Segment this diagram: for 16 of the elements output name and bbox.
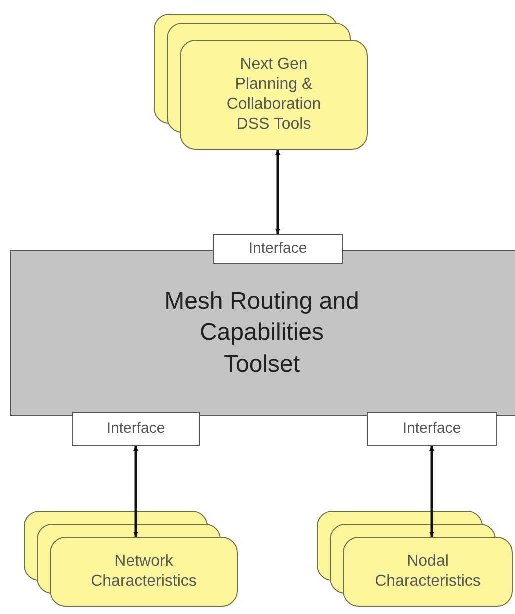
double-arrow bbox=[276, 150, 280, 234]
node-label: Interface bbox=[248, 238, 308, 259]
process-box bbox=[343, 537, 513, 607]
interface-box bbox=[72, 412, 200, 446]
node-label: Next Gen Planning & Collaboration DSS Tools bbox=[226, 55, 322, 135]
process-box bbox=[180, 40, 368, 150]
double-arrow bbox=[134, 446, 138, 537]
node-label: Network Characteristics bbox=[90, 552, 198, 592]
double-arrow bbox=[430, 446, 434, 537]
process-box bbox=[50, 537, 238, 607]
node-label: Nodal Characteristics bbox=[374, 552, 482, 592]
interface-box bbox=[367, 412, 497, 446]
node-label: Interface bbox=[402, 418, 462, 439]
node-label: Mesh Routing and Capabilities Toolset bbox=[164, 287, 360, 380]
interface-box bbox=[213, 234, 343, 264]
node-label: Interface bbox=[106, 418, 166, 439]
